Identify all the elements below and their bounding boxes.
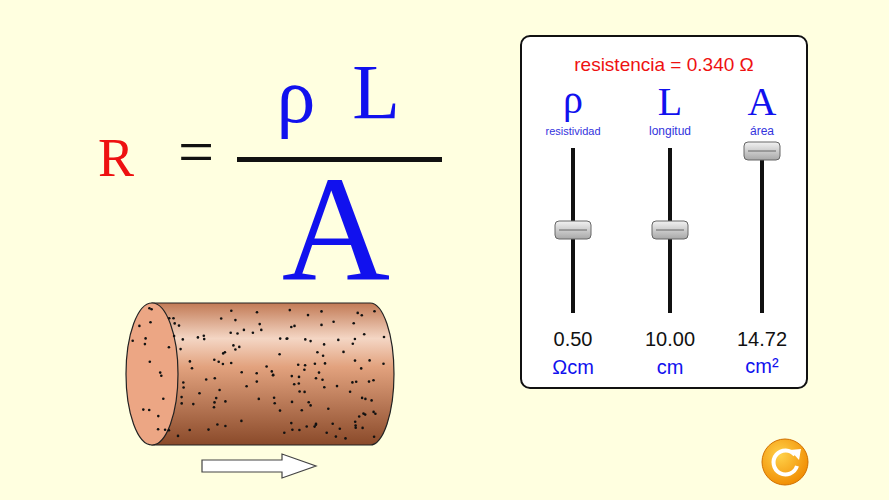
unit: Ωcm: [552, 357, 594, 377]
variable-name: resistividad: [545, 126, 600, 137]
formula-symbol: ρ: [277, 57, 316, 135]
formula-symbol: =: [178, 120, 214, 184]
variable-name: longitud: [649, 125, 691, 137]
unit: cm²: [745, 356, 778, 376]
variable-symbol: ρ: [563, 80, 583, 120]
unit: cm: [657, 357, 684, 377]
formula-symbol: L: [352, 53, 400, 131]
variable-symbol: A: [748, 82, 777, 122]
variable-symbol: L: [658, 82, 682, 122]
variable-name: área: [750, 125, 774, 137]
formula-symbol: A: [282, 153, 390, 303]
slider-tracks: [573, 148, 762, 313]
resistance-readout: resistencia = 0.340 Ω: [522, 55, 806, 74]
current-arrow: [202, 454, 316, 478]
variable-value: 10.00: [645, 329, 695, 349]
panel-background: [520, 35, 808, 389]
variable-value: 14.72: [737, 329, 787, 349]
conductor-cylinder: [126, 303, 394, 445]
slider-knobs: [555, 142, 780, 239]
formula-symbol: R: [98, 131, 134, 185]
reset-button: [762, 439, 808, 485]
variable-value: 0.50: [554, 329, 593, 349]
